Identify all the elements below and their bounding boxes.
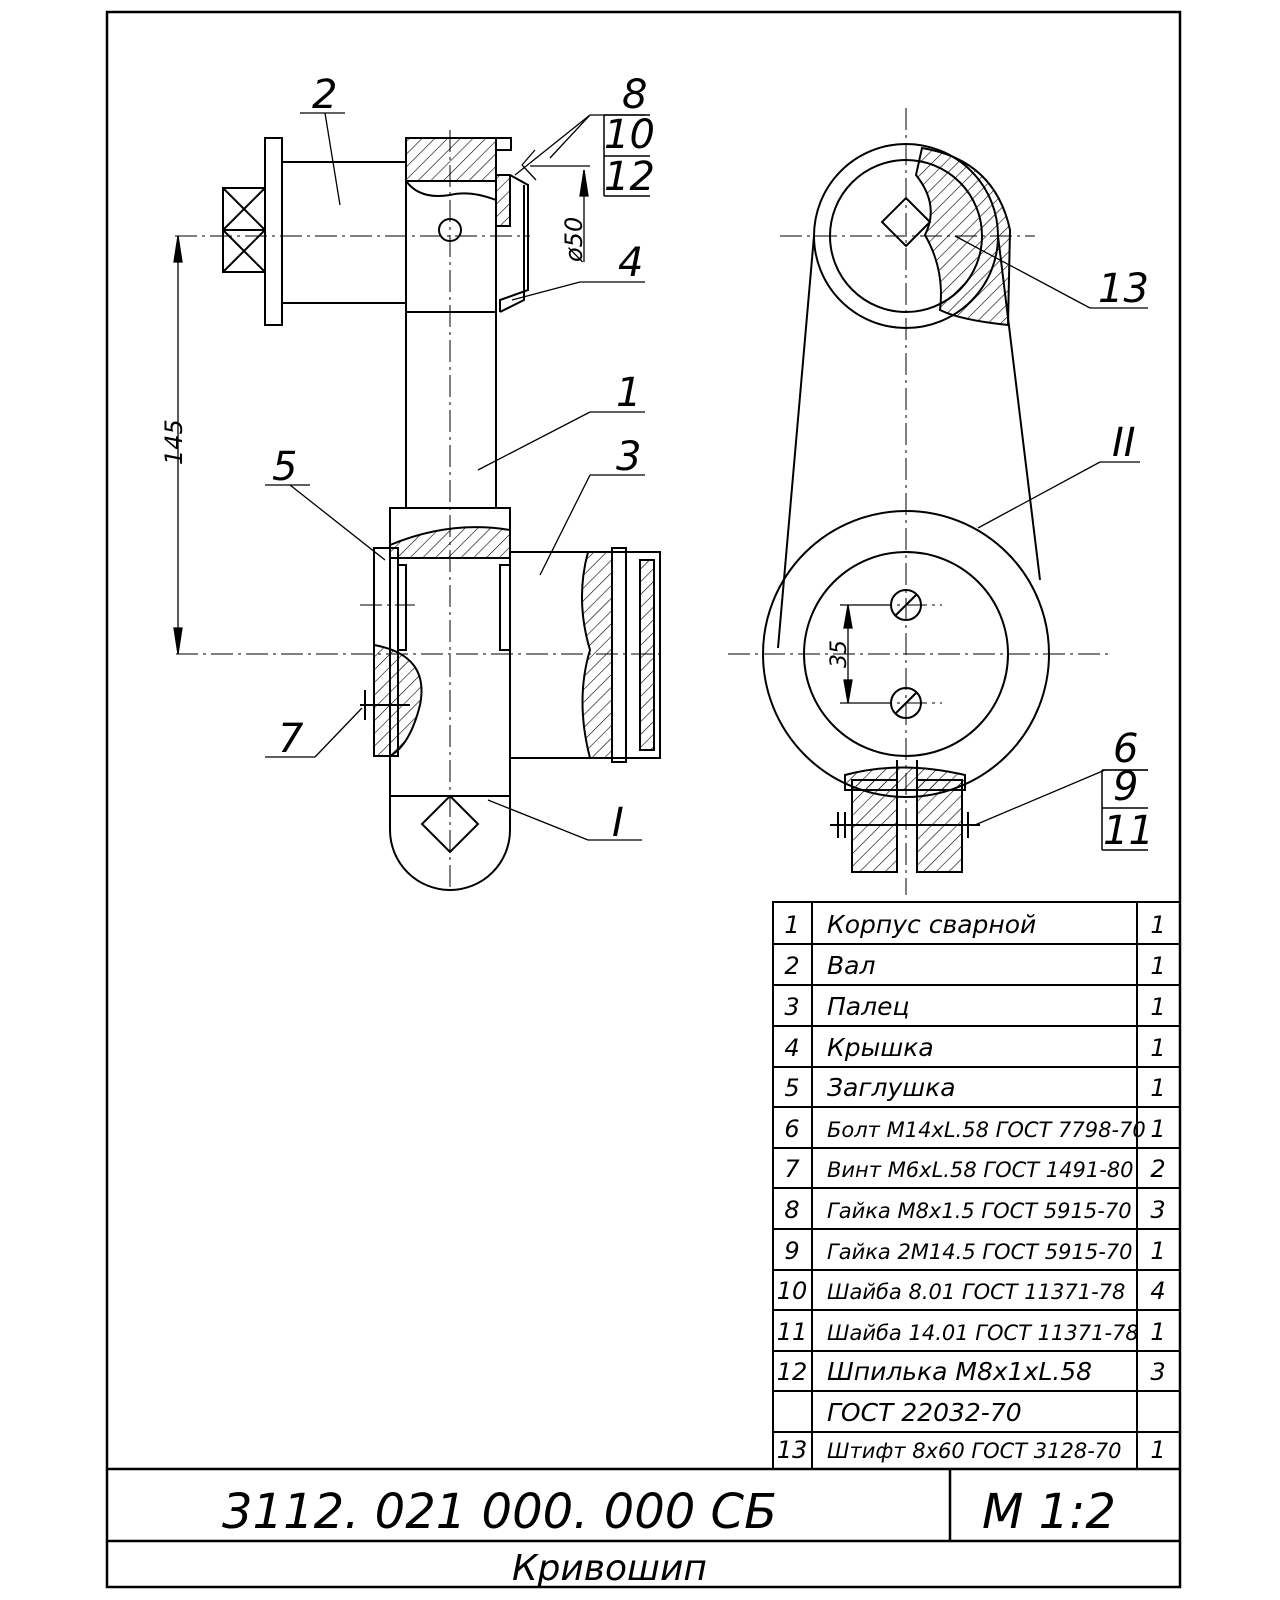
dim-d50-label: ø50 — [560, 217, 588, 263]
bom-pos: 5 — [784, 1074, 799, 1102]
callout-5: 5 — [272, 444, 297, 490]
callout-6: 6 — [1113, 726, 1138, 772]
bom-grid — [772, 901, 1181, 1470]
bom-qty: 1 — [1150, 1034, 1165, 1062]
center-lines-left — [175, 130, 660, 890]
bom-pos: 9 — [784, 1237, 799, 1265]
callout-9: 9 — [1113, 764, 1138, 810]
bom-name: Шайба 14.01 ГОСТ 11371-78 — [827, 1321, 1139, 1345]
seam-II: II — [1112, 420, 1136, 466]
callout-7: 7 — [278, 716, 304, 762]
bom-pos: 12 — [777, 1358, 808, 1386]
bom-pos: 13 — [777, 1436, 808, 1464]
bom-name: ГОСТ 22032-70 — [827, 1398, 1022, 1427]
bom-name: Болт M14xL.58 ГОСТ 7798-70 — [827, 1118, 1146, 1142]
dimension-d50 — [530, 165, 590, 262]
bom-name: Винт M6xL.58 ГОСТ 1491-80 — [827, 1158, 1134, 1182]
bom-qty: 3 — [1150, 1196, 1165, 1224]
bom-qty: 1 — [1150, 952, 1165, 980]
bom-name: Крышка — [827, 1033, 934, 1062]
bom-name: Шпилька M8x1xL.58 — [827, 1357, 1092, 1386]
drawing-code: 3112. 021 000. 000 СБ — [222, 1484, 777, 1540]
title-block — [107, 1467, 1180, 1543]
callout-12: 12 — [604, 154, 655, 200]
bom-qty: 4 — [1150, 1277, 1165, 1305]
bom-pos: 10 — [777, 1277, 808, 1305]
bom-pos: 11 — [777, 1318, 808, 1346]
bom-name: Палец — [827, 992, 910, 1021]
callout-4: 4 — [618, 240, 643, 286]
bom-qty: 2 — [1150, 1155, 1165, 1183]
callout-2: 2 — [312, 72, 337, 118]
dimension-145 — [173, 235, 183, 655]
bom-qty: 1 — [1150, 993, 1165, 1021]
bom-pos: 1 — [784, 911, 799, 939]
bom-pos: 3 — [784, 993, 799, 1021]
callouts: 2 8 10 12 4 1 3 5 7 I 13 II 6 9 11 — [272, 72, 1154, 854]
drawing-name: Кривошип — [512, 1548, 707, 1589]
callout-3: 3 — [616, 434, 641, 480]
bom-name: Корпус сварной — [827, 910, 1036, 939]
bom-qty: 1 — [1150, 1436, 1165, 1464]
dim-35-label: 35 — [827, 640, 852, 668]
leaders-left — [265, 112, 645, 841]
bom-qty: 3 — [1150, 1358, 1165, 1386]
bom-qty: 1 — [1150, 1237, 1165, 1265]
bom-qty: 1 — [1150, 911, 1165, 939]
bom-pos: 2 — [784, 952, 799, 980]
bom-qty: 1 — [1150, 1318, 1165, 1346]
callout-1: 1 — [616, 370, 641, 416]
bom-name: Гайка M8x1.5 ГОСТ 5915-70 — [827, 1199, 1132, 1223]
bom-qty: 1 — [1150, 1115, 1165, 1143]
callout-fraction-lines — [603, 114, 1148, 851]
sheet-frame — [105, 10, 1182, 1589]
front-view — [222, 137, 661, 891]
callout-13: 13 — [1098, 266, 1149, 312]
bom-qty: 1 — [1150, 1074, 1165, 1102]
bom-name: Заглушка — [827, 1073, 956, 1102]
bom-pos: 6 — [784, 1115, 799, 1143]
drawing-scale: М 1:2 — [982, 1484, 1116, 1540]
bom-pos: 7 — [784, 1155, 800, 1183]
bom-pos: 4 — [784, 1034, 799, 1062]
bom-name: Вал — [827, 951, 875, 980]
callout-11: 11 — [1103, 808, 1154, 854]
callout-10: 10 — [604, 112, 655, 158]
dim-145-label: 145 — [160, 419, 188, 465]
bom-name: Штифт 8х60 ГОСТ 3128-70 — [827, 1439, 1122, 1463]
seam-I: I — [612, 800, 624, 846]
bom-name: Гайка 2M14.5 ГОСТ 5915-70 — [827, 1240, 1133, 1264]
bom-name: Шайба 8.01 ГОСТ 11371-78 — [827, 1280, 1125, 1304]
callout-8: 8 — [622, 72, 647, 118]
bom-pos: 8 — [784, 1196, 799, 1224]
dimension-35 — [840, 604, 892, 704]
